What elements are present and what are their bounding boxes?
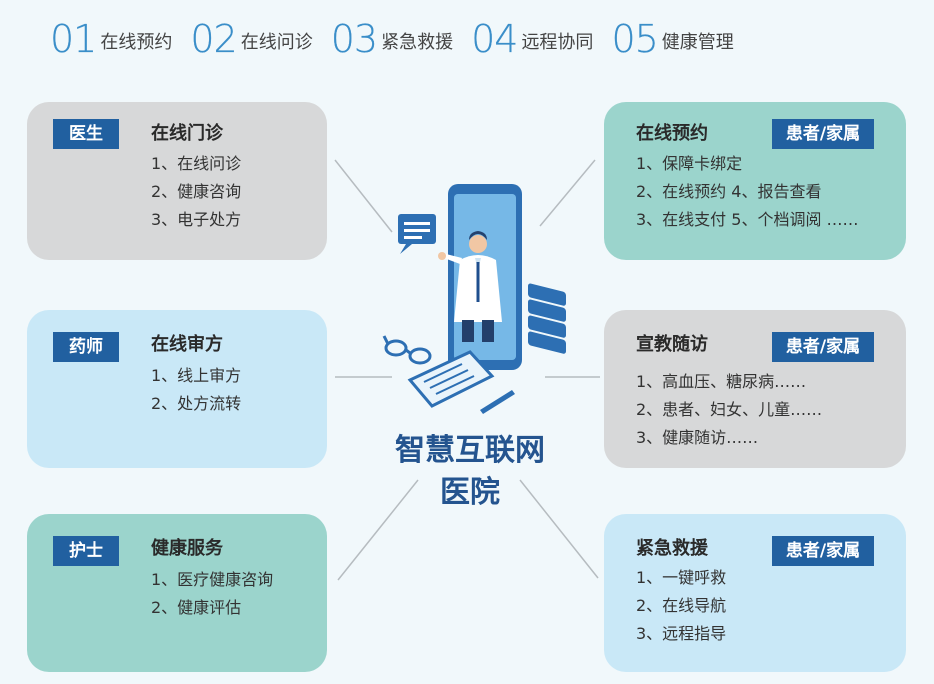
role-tag: 患者/家属	[772, 536, 874, 566]
list-item: 3、远程指导	[636, 624, 727, 643]
list-item: 1、医疗健康咨询	[151, 570, 274, 589]
list-item: 2、健康评估	[151, 598, 242, 617]
nav-item-4[interactable]: 04 远程协同	[471, 20, 593, 58]
list-item: 1、在线问诊	[151, 154, 242, 173]
role-tag: 医生	[53, 119, 119, 149]
nav-number: 02	[190, 17, 238, 61]
nav-item-5[interactable]: 05 健康管理	[611, 20, 733, 58]
checklist-icon	[528, 283, 566, 354]
list-item: 3、在线支付 5、个档调阅 ……	[636, 210, 859, 229]
clipboard-icon	[407, 350, 495, 408]
card-patient-appointment: 患者/家属 在线预约 1、保障卡绑定 2、在线预约 4、报告查看 3、在线支付 …	[604, 102, 906, 260]
card-patient-education: 患者/家属 宣教随访 1、高血压、糖尿病…… 2、患者、妇女、儿童…… 3、健康…	[604, 310, 906, 468]
nav-item-1[interactable]: 01 在线预约	[50, 20, 172, 58]
card-pharmacist: 药师 在线审方 1、线上审方 2、处方流转	[27, 310, 327, 468]
list-item: 1、线上审方	[151, 366, 242, 385]
role-tag: 护士	[53, 536, 119, 566]
nav-label: 在线预约	[100, 32, 173, 53]
nav-number: 04	[471, 17, 519, 61]
nav-number: 01	[50, 17, 98, 61]
list-item: 2、健康咨询	[151, 182, 242, 201]
nav-label: 健康管理	[661, 32, 734, 53]
nav-label: 在线问诊	[240, 32, 313, 53]
role-tag: 患者/家属	[772, 119, 874, 149]
card-items: 1、线上审方 2、处方流转	[151, 362, 241, 418]
doctor-icon	[438, 231, 502, 342]
top-nav: 01 在线预约 02 在线问诊 03 紧急救援 04 远程协同 05 健康管理	[50, 14, 752, 58]
card-items: 1、保障卡绑定 2、在线预约 4、报告查看 3、在线支付 5、个档调阅 ……	[636, 150, 859, 234]
center-title-line-1: 智慧互联网	[395, 433, 545, 468]
card-title: 健康服务	[151, 538, 223, 559]
card-items: 1、高血压、糖尿病…… 2、患者、妇女、儿童…… 3、健康随访……	[636, 368, 822, 452]
card-items: 1、在线问诊 2、健康咨询 3、电子处方	[151, 150, 241, 234]
role-tag: 药师	[53, 332, 119, 362]
card-title: 在线门诊	[151, 123, 223, 144]
nav-label: 远程协同	[521, 32, 594, 53]
list-item: 1、一键呼救	[636, 568, 727, 587]
doctor-phone-illustration	[382, 184, 566, 414]
nav-label: 紧急救援	[381, 32, 454, 53]
chat-bubble-icon	[398, 214, 436, 254]
list-item: 2、患者、妇女、儿童……	[636, 400, 823, 419]
card-nurse: 护士 健康服务 1、医疗健康咨询 2、健康评估	[27, 514, 327, 672]
list-item: 2、在线导航	[636, 596, 727, 615]
role-tag: 患者/家属	[772, 332, 874, 362]
card-title: 紧急救援	[636, 538, 708, 559]
center-title: 智慧互联网 医院	[370, 430, 570, 514]
card-patient-emergency: 患者/家属 紧急救援 1、一键呼救 2、在线导航 3、远程指导	[604, 514, 906, 672]
card-title: 在线预约	[636, 123, 708, 144]
center-title-line-2: 医院	[440, 475, 500, 510]
nav-number: 05	[611, 17, 659, 61]
list-item: 2、处方流转	[151, 394, 242, 413]
card-items: 1、医疗健康咨询 2、健康评估	[151, 566, 273, 622]
nav-item-2[interactable]: 02 在线问诊	[190, 20, 312, 58]
card-title: 宣教随访	[636, 334, 708, 355]
list-item: 3、健康随访……	[636, 428, 759, 447]
list-item: 3、电子处方	[151, 210, 242, 229]
list-item: 1、保障卡绑定	[636, 154, 743, 173]
card-title: 在线审方	[151, 334, 223, 355]
nav-item-3[interactable]: 03 紧急救援	[331, 20, 453, 58]
card-doctor: 医生 在线门诊 1、在线问诊 2、健康咨询 3、电子处方	[27, 102, 327, 260]
glasses-icon	[382, 335, 432, 365]
list-item: 1、高血压、糖尿病……	[636, 372, 807, 391]
pen-icon	[480, 390, 515, 414]
list-item: 2、在线预约 4、报告查看	[636, 182, 822, 201]
card-items: 1、一键呼救 2、在线导航 3、远程指导	[636, 564, 726, 648]
nav-number: 03	[330, 17, 379, 61]
